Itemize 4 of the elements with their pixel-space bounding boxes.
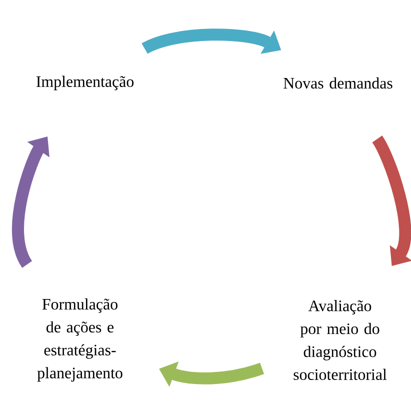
step-label: Implementação xyxy=(36,76,134,90)
step-label: Formulação de ações e estratégias-planejamento xyxy=(37,298,122,382)
step-label: Avaliação por meio do diagnóstico socioterritorial xyxy=(294,300,387,380)
step-label: Novas demandas xyxy=(284,77,392,89)
